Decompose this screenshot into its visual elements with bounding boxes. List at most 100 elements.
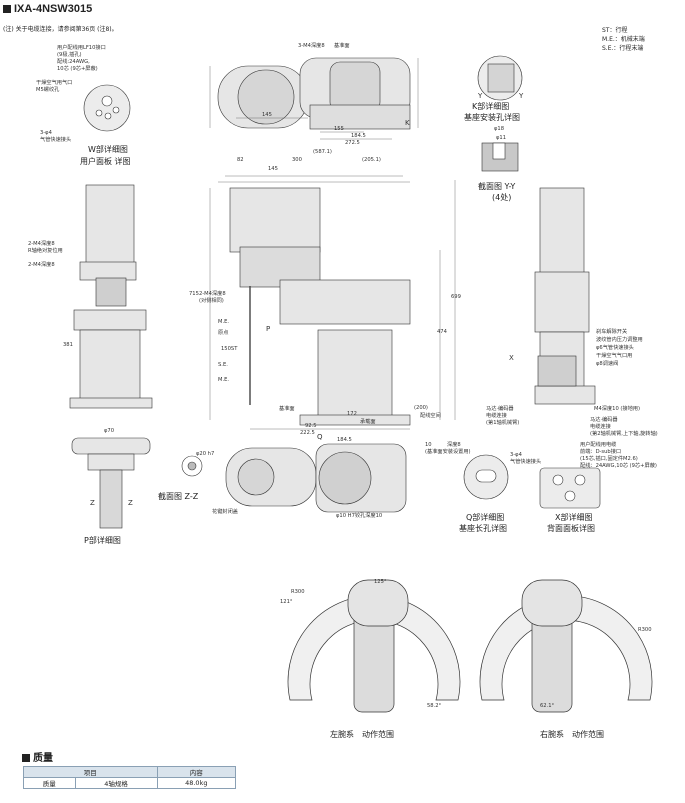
- p-detail-caption: P部详细图: [84, 536, 121, 545]
- range-62-1: 62.1°: [540, 703, 555, 709]
- yy-count: (4处): [492, 193, 512, 202]
- shaft-dia-label: φ20 h7: [196, 451, 215, 457]
- y-marker-left: Y: [478, 92, 483, 100]
- hole-note: (基准面安装设置用): [425, 449, 471, 455]
- mass-table: 项目 内容 质量 4轴规格 48.0kg: [23, 766, 237, 789]
- regulator-label: 波纹管内压力调整用: [596, 337, 643, 343]
- left-arm-range: [287, 579, 461, 713]
- origin-label: 原点: [218, 330, 229, 336]
- me-lower: M.E.: [218, 377, 230, 383]
- ref-face-label: 基准面: [279, 406, 295, 412]
- motor2b-label: 电缆连接: [590, 424, 611, 430]
- reamed-hole-label: φ10 H7铰孔深度10: [336, 513, 383, 519]
- x-detail-caption: X部详细图: [555, 513, 593, 522]
- m4-a2-label: R轴绝对复位用: [28, 248, 63, 254]
- zz-caption: 截面图 Z-Z: [158, 492, 199, 501]
- right-arm-range: [479, 579, 653, 713]
- dim-381: 381: [63, 342, 73, 348]
- range-58-2: 58.2°: [427, 703, 442, 709]
- mass-row-spec: 4轴规格: [74, 777, 158, 789]
- dim-145-front: 145: [268, 166, 278, 172]
- user-wire-label: 用户配线用电缆: [580, 442, 617, 448]
- p-detail-view: [71, 437, 151, 529]
- m4-depth-label: 3-M4深度8: [298, 43, 325, 49]
- q-detail-caption: Q部详细图: [466, 513, 505, 522]
- dim-82: 82: [237, 157, 244, 163]
- mass-heading: 质量: [22, 754, 53, 764]
- cable-space-label: 配线空间: [420, 413, 441, 419]
- m4-a-label: 2-M4深度8: [28, 241, 55, 247]
- dim-145-top: 145: [262, 112, 272, 118]
- left-arm-caption: 左腕系 动作范围: [330, 730, 394, 739]
- phi6-label: φ6气管快速接头: [596, 345, 634, 351]
- motor1b-label: 电缆连接: [486, 413, 507, 419]
- p-marker: P: [266, 325, 271, 333]
- range-r300-left: R300: [291, 589, 305, 595]
- spline-cover-label: 花键封闭盖: [212, 509, 238, 515]
- stroke-label: 150ST: [221, 346, 238, 352]
- ground-label: M4深度10 (接地用): [594, 406, 641, 412]
- front-label: 前端：D-sub接口: [580, 449, 622, 455]
- dim-699: 699: [451, 294, 461, 300]
- phi18-label: φ18: [494, 126, 505, 132]
- air-port-label: 干燥空气用气口: [36, 80, 73, 86]
- user-panel-circle: [83, 84, 131, 132]
- dim-715: 715: [189, 291, 199, 297]
- lf10-a: (9极,插孔): [57, 52, 82, 58]
- dry-air-label: 干燥空气气口用: [596, 353, 633, 359]
- dim-172: 172: [347, 411, 357, 417]
- m4-c-label: 2-M4深度8: [199, 291, 226, 297]
- dim-phi70: φ70: [104, 428, 115, 434]
- phi8-label: φ8调速阀: [596, 361, 619, 367]
- q-sub-caption: 基座长孔详图: [459, 524, 507, 533]
- dim-92-5-front: 92.5: [305, 423, 317, 429]
- bearing-face-label: 承载面: [360, 419, 376, 425]
- dim-overall-reach: (587.1): [313, 149, 332, 155]
- dim-300: 300: [292, 157, 302, 163]
- range-125-left: 125°: [374, 579, 387, 585]
- m4-c2-label: (对侧相同): [199, 298, 224, 304]
- z-marker-left: Z: [90, 499, 95, 507]
- z-marker-right: Z: [128, 499, 133, 507]
- x-detail-panel: [539, 467, 601, 509]
- dim-155: 155: [334, 126, 344, 132]
- bottom-view: [225, 443, 407, 513]
- dim-200: (200): [414, 405, 428, 411]
- yy-caption: 截面图 Y-Y: [478, 182, 516, 191]
- dim-222-5: 222.5: [300, 430, 315, 436]
- side-view-right: [534, 187, 596, 405]
- col-item: 项目: [23, 766, 158, 778]
- mass-row-value: 48.0kg: [156, 777, 237, 789]
- se-label: S.E.: [218, 362, 228, 368]
- legend-me: M.E.：机械末端: [602, 36, 645, 43]
- motor1-label: 马达·编码器: [486, 406, 514, 412]
- phi4x-sub: 气管快速接头: [510, 459, 542, 465]
- hole-depth: 深度8: [447, 442, 461, 448]
- top-view: [217, 57, 411, 130]
- legend-se: S.E.：行程末端: [602, 45, 644, 52]
- me-upper: M.E.: [218, 319, 230, 325]
- front-b-label: (15芯,插口,固定件M2.6): [580, 456, 638, 462]
- motor2-label: 马达·编码器: [590, 417, 618, 423]
- table-row: 质量 4轴规格 48.0kg: [23, 777, 237, 789]
- cable-note: (注) 关于电缆连接，请参阅第36页 (注8)。: [3, 26, 118, 33]
- dim-184-5-bottom: 184.5: [337, 437, 352, 443]
- dim-184-5-top: 184.5: [351, 133, 366, 139]
- motor2c-label: (第2轴机械臂,上下轴,旋转轴): [590, 431, 658, 437]
- phi4-label: 3-φ4: [40, 130, 52, 136]
- m4-b-label: 2-M4深度8: [28, 262, 55, 268]
- q-marker: Q: [317, 433, 323, 441]
- front-view: [229, 187, 411, 426]
- x-sub-caption: 背面面板详图: [547, 524, 595, 533]
- front-c-label: 配线：24AWG,10芯 (9芯+屏蔽): [580, 463, 657, 469]
- k-marker: K: [405, 119, 410, 127]
- x-marker: X: [509, 354, 514, 362]
- phi11-label: φ11: [496, 135, 507, 141]
- phi4x-label: 3-φ4: [510, 452, 522, 458]
- lf10-b: 配线:24AWG,: [57, 59, 90, 65]
- k-detail-caption: K部详细图: [472, 102, 510, 111]
- range-r300-right: R300: [638, 627, 652, 633]
- mass-row-label: 质量: [23, 777, 76, 789]
- phi4-sub: 气管快速接头: [40, 137, 72, 143]
